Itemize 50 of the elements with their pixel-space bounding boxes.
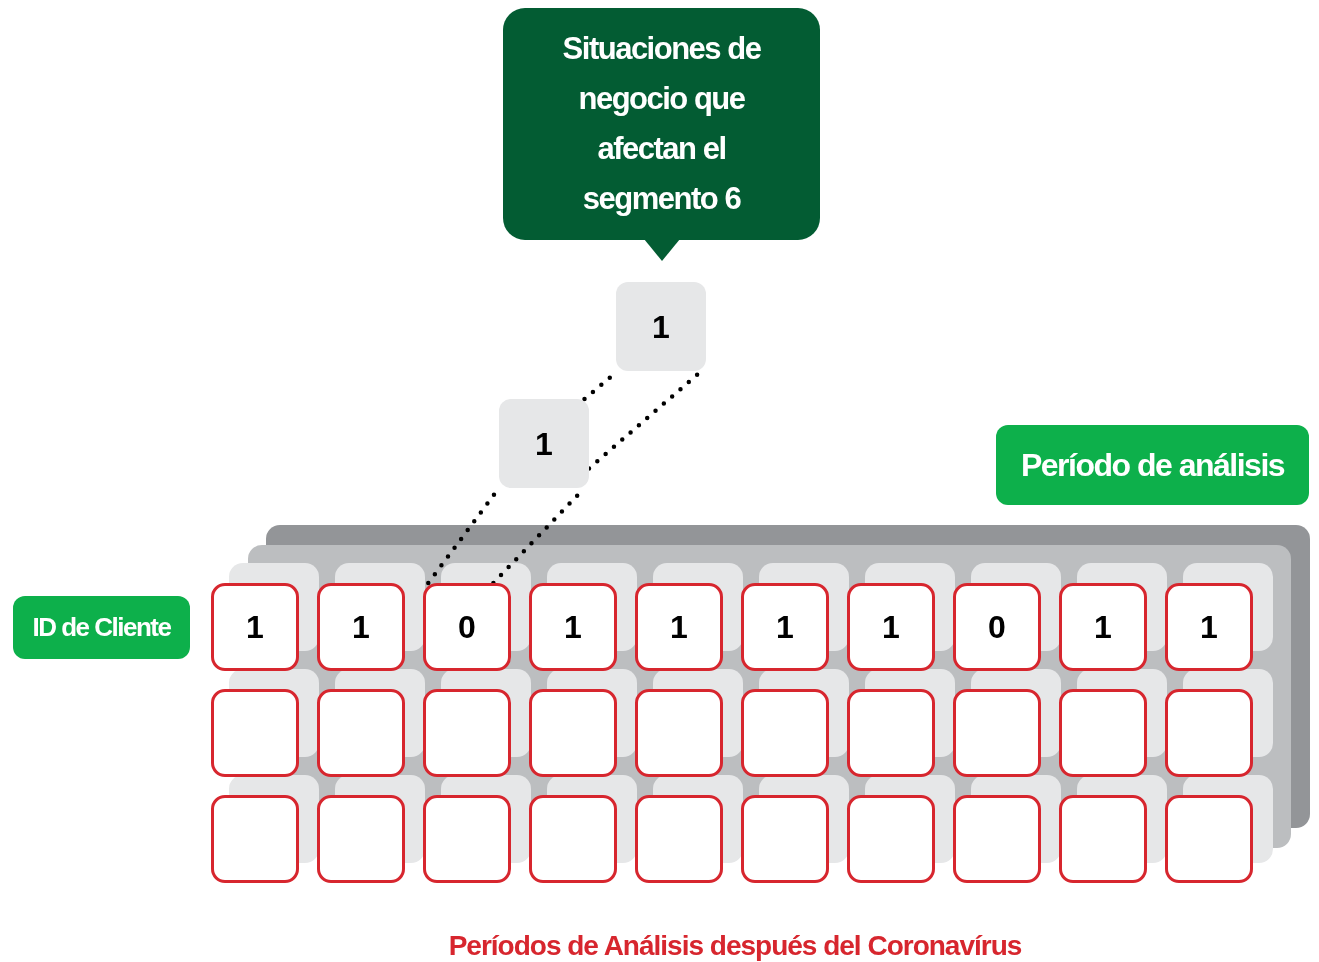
cell-value: 1	[352, 608, 370, 647]
label-tag	[13, 596, 190, 659]
tag-label: Período de análisis	[1020, 446, 1285, 485]
cell-value: 0	[458, 608, 476, 647]
grid-cell	[423, 689, 511, 777]
grid-cell	[1059, 689, 1147, 777]
grid-cell	[211, 583, 299, 671]
grid-cell	[635, 795, 723, 883]
cell-value: 1	[564, 608, 582, 647]
grid-cell	[1165, 689, 1253, 777]
callout-text: Situaciones de negocio que afectan el segmento 6	[561, 30, 762, 218]
value-box	[499, 399, 589, 488]
cell-value: 1	[776, 608, 794, 647]
grid-cell	[529, 583, 617, 671]
grid-cell	[847, 689, 935, 777]
grid-cell	[211, 795, 299, 883]
grid-cell	[741, 795, 829, 883]
cell-value: 1	[535, 424, 553, 464]
grid-cell	[211, 689, 299, 777]
grid-cell	[1165, 583, 1253, 671]
grid-cell	[423, 795, 511, 883]
cell-value: 1	[1094, 608, 1112, 647]
cell-value: 1	[670, 608, 688, 647]
cell-value: 1	[652, 307, 670, 347]
cell-value: 1	[882, 608, 900, 647]
grid-cell	[317, 583, 405, 671]
grid-cell	[1059, 795, 1147, 883]
label-tag	[996, 425, 1309, 505]
grid-cell	[635, 583, 723, 671]
grid-cell	[1165, 795, 1253, 883]
grid-cell	[423, 583, 511, 671]
value-box	[616, 282, 706, 371]
grid-cell	[317, 795, 405, 883]
grid-cell	[635, 689, 723, 777]
grid-cell	[953, 795, 1041, 883]
grid-cell	[847, 583, 935, 671]
grid-cell	[741, 583, 829, 671]
cell-value: 0	[988, 608, 1006, 647]
grid-cell	[847, 795, 935, 883]
grid-cell	[953, 689, 1041, 777]
cell-value: 1	[1200, 608, 1218, 647]
cell-value: 1	[246, 608, 264, 647]
tag-label: ID de Cliente	[32, 611, 171, 644]
grid-cell	[953, 583, 1041, 671]
caption: Períodos de Análisis después del Coronavírus	[447, 929, 1023, 962]
grid-cell	[529, 795, 617, 883]
grid-cell	[529, 689, 617, 777]
grid-cell	[317, 689, 405, 777]
grid-cell	[1059, 583, 1147, 671]
grid-cell	[741, 689, 829, 777]
